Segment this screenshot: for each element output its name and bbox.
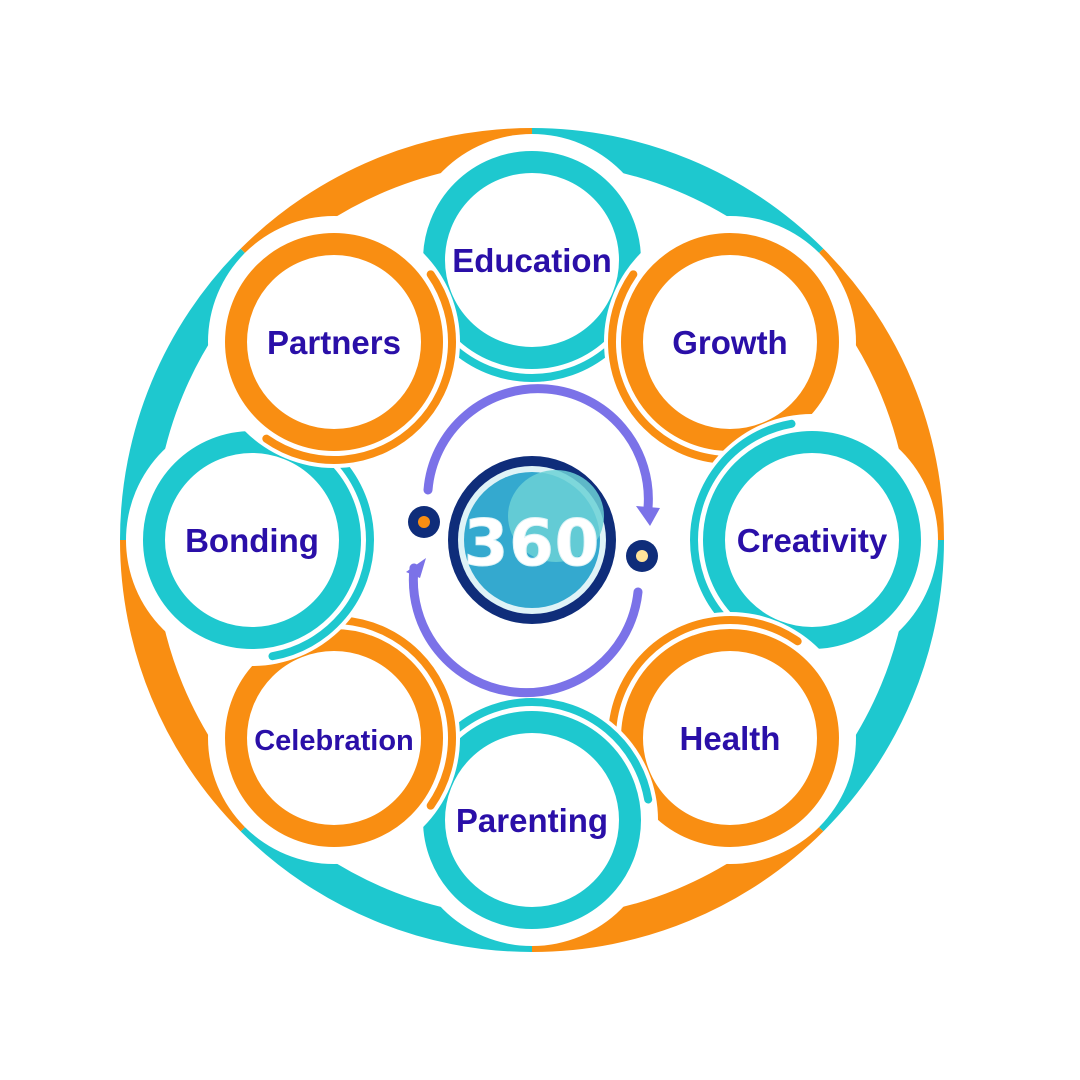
node-ring [225,233,444,452]
node-ring [225,628,444,847]
node-label-parenting: Parenting [456,802,608,839]
node-ring [423,151,641,369]
node-ring [143,431,361,649]
node-group: EducationGrowthCreativityHealthParenting… [126,134,938,946]
satellite-dot-left-core [418,516,430,528]
node-parenting: Parenting [406,694,658,946]
node-label-health: Health [680,720,781,757]
node-label-growth: Growth [672,324,787,361]
arrow-head-right [636,506,660,526]
node-label-education: Education [452,242,612,279]
node-accent-arc [262,270,457,465]
node-label-creativity: Creativity [737,522,888,559]
cycle-arrow-top [423,384,653,513]
center-emblem: 360 [406,384,660,698]
node-celebration: Celebration [208,611,461,864]
node-partners: Partners [208,216,461,469]
satellite-dot-right-core [636,550,648,562]
center-number: 360 [464,507,601,581]
node-ring [620,628,839,847]
node-label-celebration: Celebration [254,725,414,757]
node-label-partners: Partners [267,324,401,361]
globe-highlight [508,470,604,562]
node-label-bonding: Bonding [185,522,319,559]
node-bonding: Bonding [126,414,378,666]
node-growth: Growth [603,216,856,469]
node-ring [703,431,921,649]
cycle-arrow-bottom [408,563,643,698]
arrow-head-left [406,558,426,578]
node-ring [423,711,641,929]
node-ring [620,233,839,452]
